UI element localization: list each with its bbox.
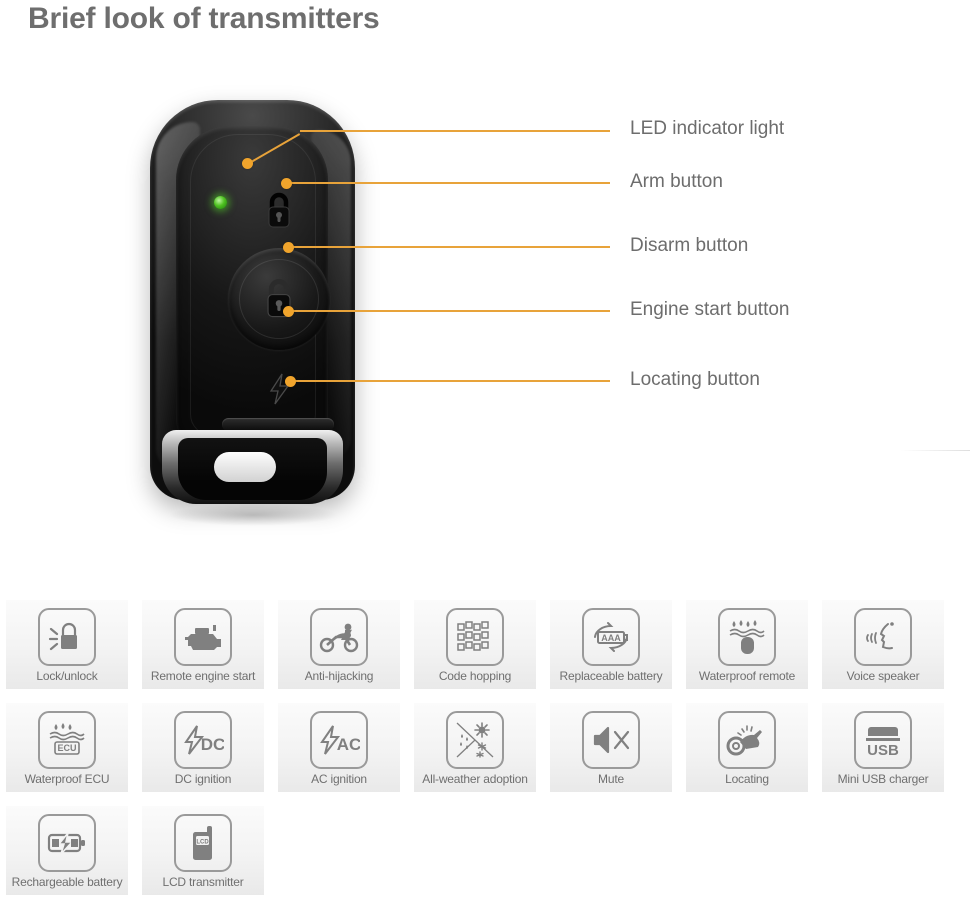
feature-tile-label: Locating — [725, 772, 769, 786]
svg-text:AAA: AAA — [601, 633, 621, 643]
speaking-head-icon — [854, 608, 912, 666]
feature-tile-replaceable-battery[interactable]: AAA Replaceable battery — [550, 600, 672, 689]
lightning-bolt-icon — [269, 373, 290, 405]
feature-tile-waterproof-ecu[interactable]: ECU Waterproof ECU — [6, 703, 128, 792]
callout-dot-engine-start — [283, 306, 294, 317]
feature-tile-label: Replaceable battery — [559, 669, 663, 683]
rain-ecu-icon: ECU — [38, 711, 96, 769]
feature-tile-remote-engine-start[interactable]: Remote engine start — [142, 600, 264, 689]
led-indicator — [214, 196, 227, 209]
feature-tile-label: Mini USB charger — [837, 772, 929, 786]
feature-row: Lock/unlock Remote engine start — [0, 600, 970, 689]
feature-tile-label: Remote engine start — [150, 669, 256, 683]
svg-text:ECU: ECU — [57, 743, 76, 753]
feature-tile-locating[interactable]: Locating — [686, 703, 808, 792]
feature-tile-waterproof-remote[interactable]: Waterproof remote — [686, 600, 808, 689]
feature-tile-label: All-weather adoption — [422, 772, 528, 786]
decorative-hairline — [900, 450, 970, 451]
transmitter-diagram: LED indicator light Arm button Disarm bu… — [0, 60, 970, 590]
feature-tile-label: Waterproof remote — [698, 669, 796, 683]
sun-rain-snow-icon — [446, 711, 504, 769]
motorbike-rider-icon — [310, 608, 368, 666]
callout-line-engine-start — [288, 310, 610, 312]
feature-tile-label: Lock/unlock — [36, 669, 98, 683]
keyring-hole — [214, 452, 276, 482]
callout-label-locating-button: Locating button — [630, 369, 760, 390]
feature-row: ECU Waterproof ECU DC DC ignition AC A — [0, 703, 970, 792]
bolt-dc-icon: DC — [174, 711, 232, 769]
lcd-remote-icon: LCD — [174, 814, 232, 872]
feature-tile-label: Waterproof ECU — [24, 772, 110, 786]
callout-dot-locating — [285, 376, 296, 387]
callout-line-disarm — [288, 246, 610, 248]
svg-text:AC: AC — [337, 735, 360, 754]
feature-tile-ac-ignition[interactable]: AC AC ignition — [278, 703, 400, 792]
feature-tile-voice-speaker[interactable]: Voice speaker — [822, 600, 944, 689]
feature-tile-label: Rechargeable battery — [11, 875, 123, 889]
callout-dot-arm — [281, 178, 292, 189]
feature-tile-anti-hijacking[interactable]: Anti-hijacking — [278, 600, 400, 689]
callout-line-led — [300, 130, 610, 132]
svg-text:DC: DC — [201, 735, 224, 754]
callout-line-locating — [290, 380, 610, 382]
callout-line-arm — [286, 182, 610, 184]
callout-label-disarm-button: Disarm button — [630, 235, 749, 256]
rain-remote-icon — [718, 608, 776, 666]
feature-tile-lcd-transmitter[interactable]: LCD LCD transmitter — [142, 806, 264, 895]
feature-row: Rechargeable battery LCD LCD transmitter — [0, 806, 970, 895]
battery-bolt-icon — [38, 814, 96, 872]
feature-tile-rechargeable-battery[interactable]: Rechargeable battery — [6, 806, 128, 895]
closed-padlock-icon — [268, 192, 290, 228]
callout-dot-led — [242, 158, 253, 169]
feature-tile-label: Voice speaker — [846, 669, 920, 683]
fob-body — [150, 100, 355, 504]
feature-tile-label: LCD transmitter — [162, 875, 244, 889]
code-grid-icon — [446, 608, 504, 666]
feature-tile-label: AC ignition — [311, 772, 367, 786]
feature-grid: Lock/unlock Remote engine start — [0, 600, 970, 909]
feature-tile-label: Anti-hijacking — [304, 669, 374, 683]
svg-text:LCD: LCD — [196, 840, 209, 846]
feature-tile-lock-unlock[interactable]: Lock/unlock — [6, 600, 128, 689]
fob-chrome-bezel — [162, 430, 343, 504]
page-title: Brief look of transmitters — [28, 2, 380, 35]
engine-icon — [174, 608, 232, 666]
aaa-battery-recycle-icon: AAA — [582, 608, 640, 666]
callout-label-engine-start-button: Engine start button — [630, 299, 790, 320]
feature-tile-label: DC ignition — [174, 772, 232, 786]
callout-label-led-indicator-light: LED indicator light — [630, 118, 785, 139]
engine-start-button[interactable] — [264, 372, 294, 406]
feature-tile-all-weather-adoption[interactable]: All-weather adoption — [414, 703, 536, 792]
fob-drop-shadow — [168, 504, 338, 526]
arm-button[interactable] — [262, 190, 296, 232]
padlock-signal-icon — [38, 608, 96, 666]
fob-ridge — [222, 418, 334, 431]
callout-dot-disarm — [283, 242, 294, 253]
bolt-ac-icon: AC — [310, 711, 368, 769]
feature-tile-code-hopping[interactable]: Code hopping — [414, 600, 536, 689]
feature-tile-label: Mute — [598, 772, 624, 786]
bike-horn-icon — [718, 711, 776, 769]
speaker-mute-icon — [582, 711, 640, 769]
feature-tile-mute[interactable]: Mute — [550, 703, 672, 792]
disarm-button[interactable] — [228, 248, 330, 350]
key-fob-illustration — [150, 100, 355, 526]
callout-label-arm-button: Arm button — [630, 171, 723, 192]
feature-tile-mini-usb-charger[interactable]: USB Mini USB charger — [822, 703, 944, 792]
usb-icon: USB — [854, 711, 912, 769]
svg-text:USB: USB — [867, 742, 899, 757]
feature-tile-label: Code hopping — [438, 669, 512, 683]
feature-tile-dc-ignition[interactable]: DC DC ignition — [142, 703, 264, 792]
